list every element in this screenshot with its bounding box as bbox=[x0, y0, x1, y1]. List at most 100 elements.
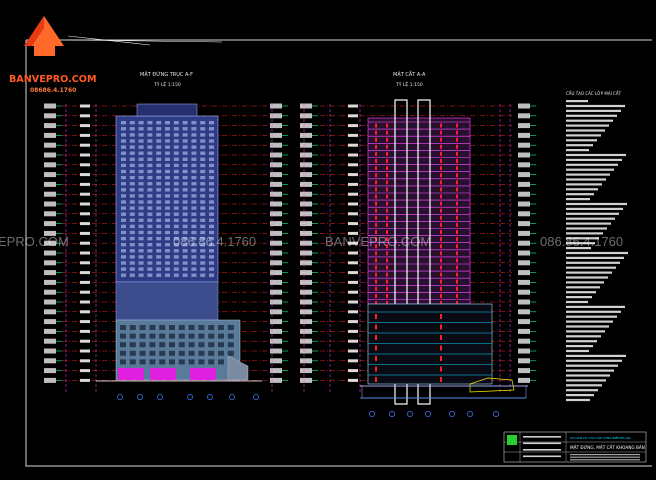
window bbox=[182, 182, 188, 186]
window bbox=[147, 182, 153, 186]
podium-window bbox=[208, 342, 215, 348]
window bbox=[129, 261, 135, 265]
window bbox=[200, 236, 206, 241]
column-mark bbox=[386, 130, 388, 135]
window bbox=[147, 249, 153, 253]
level-tag-left bbox=[80, 143, 90, 147]
level-tag-right bbox=[348, 143, 358, 147]
podium-window bbox=[198, 333, 205, 339]
window bbox=[200, 182, 206, 186]
level-label-box bbox=[270, 358, 282, 364]
level-label-box bbox=[518, 270, 530, 276]
level-label-box bbox=[270, 240, 282, 246]
column-mark bbox=[386, 159, 388, 163]
window bbox=[182, 127, 188, 131]
podium-window bbox=[178, 333, 185, 339]
podium-window bbox=[129, 325, 136, 330]
window bbox=[165, 121, 170, 125]
note-line bbox=[566, 153, 626, 157]
window bbox=[200, 255, 206, 259]
window bbox=[138, 224, 144, 229]
logo-brand: BANVEPRO.COM bbox=[9, 74, 97, 85]
podium-window bbox=[227, 325, 234, 330]
column-mark bbox=[375, 130, 377, 135]
window bbox=[147, 188, 153, 192]
level-label-box bbox=[300, 319, 312, 325]
window bbox=[147, 218, 153, 222]
level-label-box bbox=[270, 260, 282, 266]
podium-column-mark bbox=[375, 345, 377, 351]
column-mark bbox=[440, 130, 442, 135]
window bbox=[209, 157, 214, 161]
level-label-box bbox=[518, 368, 530, 374]
note-line bbox=[566, 266, 616, 269]
podium-window bbox=[218, 342, 224, 348]
window bbox=[200, 121, 206, 125]
podium-window bbox=[120, 325, 126, 330]
level-label-box bbox=[518, 250, 530, 256]
window bbox=[191, 175, 197, 180]
podium-window bbox=[139, 359, 146, 365]
level-tag-right bbox=[348, 124, 358, 128]
podium-window bbox=[159, 350, 166, 356]
window bbox=[121, 212, 126, 216]
tower-windows bbox=[121, 121, 214, 277]
window bbox=[173, 224, 179, 229]
title-block-text-lines bbox=[523, 436, 640, 461]
column-mark bbox=[456, 258, 458, 263]
level-tag-right bbox=[348, 378, 358, 382]
podium-window bbox=[198, 325, 205, 330]
window bbox=[129, 230, 135, 235]
window bbox=[138, 127, 144, 131]
column-mark bbox=[440, 180, 442, 185]
podium-window bbox=[139, 350, 146, 356]
ramp-detail bbox=[469, 377, 515, 393]
window bbox=[138, 139, 144, 143]
level-label-box bbox=[270, 181, 282, 187]
window bbox=[121, 230, 126, 235]
level-label-box bbox=[518, 319, 530, 325]
window bbox=[138, 194, 144, 198]
shopfront-right bbox=[190, 368, 216, 380]
window bbox=[121, 273, 126, 277]
window bbox=[209, 133, 214, 137]
podium-window bbox=[188, 342, 195, 348]
window bbox=[182, 255, 188, 259]
core-wall-left bbox=[394, 99, 408, 405]
podium-window bbox=[218, 325, 224, 330]
window bbox=[191, 255, 197, 259]
window bbox=[165, 200, 170, 204]
level-tag-left bbox=[80, 114, 90, 118]
section-building bbox=[360, 99, 528, 405]
level-tag-left bbox=[80, 320, 90, 324]
note-line bbox=[566, 207, 623, 210]
note-line bbox=[566, 286, 600, 289]
level-label-box bbox=[270, 221, 282, 227]
level-tag-right bbox=[348, 349, 358, 353]
level-label-box bbox=[518, 103, 530, 109]
note-line bbox=[566, 237, 599, 240]
level-tag-left bbox=[80, 182, 90, 186]
level-tag-left bbox=[80, 329, 90, 333]
window bbox=[165, 182, 170, 186]
column-mark bbox=[440, 208, 442, 213]
window bbox=[147, 121, 153, 125]
window bbox=[129, 255, 135, 259]
watermark-3: BANVEPRO.COM bbox=[325, 234, 431, 249]
podium-window bbox=[120, 333, 126, 339]
window bbox=[165, 145, 170, 149]
section-floor-slabs bbox=[368, 121, 470, 305]
window bbox=[182, 243, 188, 247]
column-mark bbox=[375, 151, 377, 156]
level-label-box bbox=[270, 279, 282, 285]
title-block-line bbox=[570, 454, 640, 456]
window bbox=[182, 133, 188, 137]
window bbox=[209, 151, 214, 155]
window bbox=[191, 273, 197, 277]
window bbox=[121, 249, 126, 253]
column-mark bbox=[456, 272, 458, 277]
podium-column-mark bbox=[440, 314, 442, 319]
level-label-box bbox=[44, 309, 56, 315]
podium-window bbox=[218, 350, 224, 356]
level-tag-left bbox=[80, 290, 90, 294]
